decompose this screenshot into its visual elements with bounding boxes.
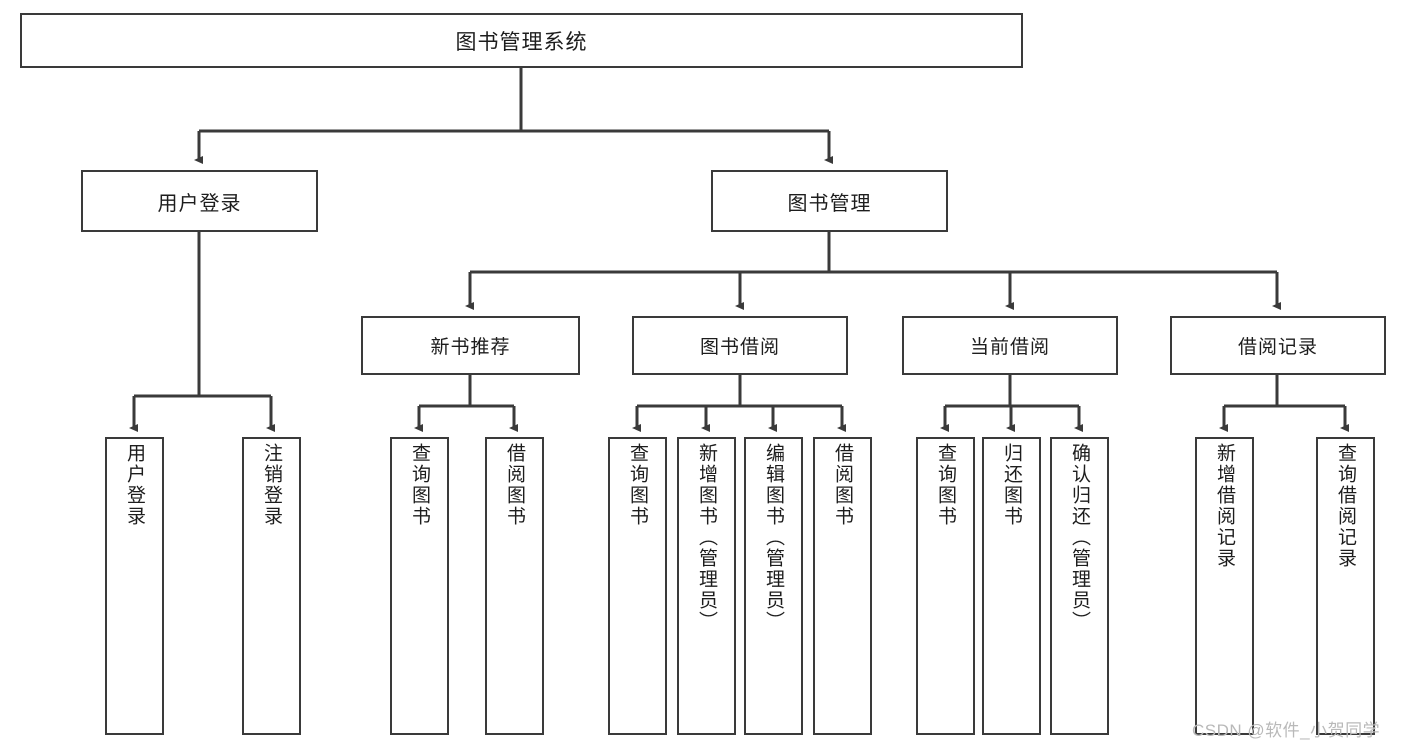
leaf-current-borrow-confirm-label: 确认归还（管理员） [1069, 443, 1090, 632]
leaf-book-borrow-edit-label: 编辑图书（管理员） [763, 443, 784, 632]
node-user-login[interactable]: 用户登录 [81, 170, 318, 232]
leaf-current-borrow-return-label: 归还图书 [1001, 443, 1022, 527]
leaf-current-borrow-confirm[interactable]: 确认归还（管理员） [1050, 437, 1109, 735]
leaf-user-login-login-label: 用户登录 [124, 443, 145, 527]
node-new-book-recommend[interactable]: 新书推荐 [361, 316, 580, 375]
leaf-new-book-query-label: 查询图书 [409, 443, 430, 527]
leaf-new-book-borrow[interactable]: 借阅图书 [485, 437, 544, 735]
leaf-book-borrow-add-label: 新增图书（管理员） [696, 443, 717, 632]
leaf-new-book-query[interactable]: 查询图书 [390, 437, 449, 735]
node-borrow-record[interactable]: 借阅记录 [1170, 316, 1386, 375]
leaf-borrow-record-query-label: 查询借阅记录 [1335, 443, 1356, 569]
node-borrow-record-label: 借阅记录 [1237, 337, 1318, 358]
leaf-user-login-logout-label: 注销登录 [261, 443, 282, 527]
leaf-borrow-record-add[interactable]: 新增借阅记录 [1195, 437, 1254, 735]
leaf-user-login-logout[interactable]: 注销登录 [242, 437, 301, 735]
leaf-book-borrow-edit[interactable]: 编辑图书（管理员） [744, 437, 803, 735]
leaf-borrow-record-add-label: 新增借阅记录 [1214, 443, 1235, 569]
node-root-label: 图书管理系统 [455, 30, 588, 54]
node-current-borrow[interactable]: 当前借阅 [902, 316, 1118, 375]
node-book-management-label: 图书管理 [787, 192, 872, 215]
leaf-current-borrow-query-label: 查询图书 [935, 443, 956, 527]
leaf-book-borrow-query-label: 查询图书 [627, 443, 648, 527]
leaf-current-borrow-query[interactable]: 查询图书 [916, 437, 975, 735]
node-book-borrow[interactable]: 图书借阅 [632, 316, 848, 375]
leaf-book-borrow-query[interactable]: 查询图书 [608, 437, 667, 735]
watermark-text: CSDN @软件_小贺同学 [1192, 721, 1381, 740]
node-user-login-label: 用户登录 [157, 192, 242, 215]
leaf-borrow-record-query[interactable]: 查询借阅记录 [1316, 437, 1375, 735]
node-current-borrow-label: 当前借阅 [969, 337, 1050, 358]
leaf-user-login-login[interactable]: 用户登录 [105, 437, 164, 735]
leaf-current-borrow-return[interactable]: 归还图书 [982, 437, 1041, 735]
leaf-new-book-borrow-label: 借阅图书 [504, 443, 525, 527]
node-book-borrow-label: 图书借阅 [699, 337, 780, 358]
node-root[interactable]: 图书管理系统 [20, 13, 1023, 68]
leaf-book-borrow-borrow[interactable]: 借阅图书 [813, 437, 872, 735]
leaf-book-borrow-borrow-label: 借阅图书 [832, 443, 853, 527]
leaf-book-borrow-add[interactable]: 新增图书（管理员） [677, 437, 736, 735]
node-book-management[interactable]: 图书管理 [711, 170, 948, 232]
node-new-book-recommend-label: 新书推荐 [430, 337, 511, 358]
